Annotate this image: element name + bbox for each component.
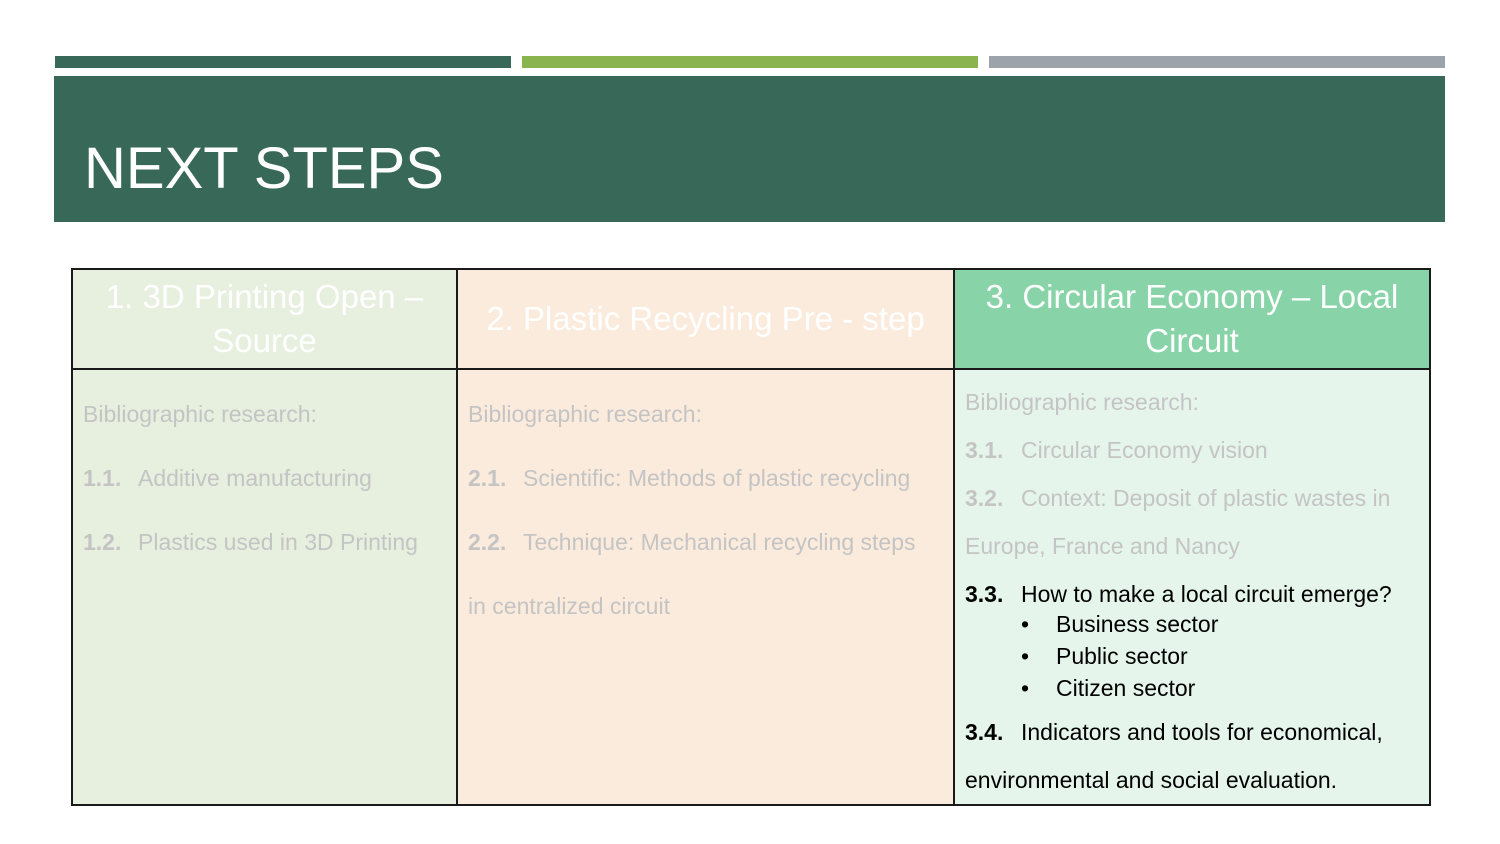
steps-table: 1. 3D Printing Open – Source 2. Plastic …: [71, 268, 1431, 806]
item-number: 1.1.: [83, 465, 122, 491]
item-text: Additive manufacturing: [138, 465, 372, 491]
list-item: 3.4. Indicators and tools for economical,: [965, 708, 1419, 756]
item-text: Context: Deposit of plastic wastes in: [1021, 485, 1391, 511]
accent-bar-gray: [989, 56, 1445, 68]
list-item: 1.2. Plastics used in 3D Printing: [83, 510, 446, 574]
slide-title: NEXT STEPS: [84, 136, 444, 201]
list-item: 3.1. Circular Economy vision: [965, 426, 1419, 474]
column-header-2: 2. Plastic Recycling Pre - step: [456, 268, 955, 370]
accent-bar-dark-green: [55, 56, 511, 68]
list-item: 1.1. Additive manufacturing: [83, 446, 446, 510]
item-text: Technique: Mechanical recycling steps: [523, 529, 916, 555]
table-body-row: Bibliographic research: 1.1. Additive man…: [71, 368, 1431, 806]
item-continuation: in centralized circuit: [468, 593, 670, 619]
bullet-glyph: •: [1021, 675, 1030, 701]
bullet-glyph: •: [1021, 611, 1030, 637]
col1-intro: Bibliographic research:: [83, 401, 317, 427]
item-number: 3.2.: [965, 485, 1004, 511]
accent-bar-light-green: [522, 56, 978, 68]
column-body-1: Bibliographic research: 1.1. Additive man…: [71, 368, 458, 806]
item-text: Plastics used in 3D Printing: [138, 529, 418, 555]
item-number: 1.2.: [83, 529, 122, 555]
column-header-3-label: Circular Economy – Local Circuit: [1022, 278, 1399, 359]
list-item: 3.3. How to make a local circuit emerge?: [965, 570, 1419, 618]
item-number: 2.2.: [468, 529, 507, 555]
bullet-glyph: •: [1021, 643, 1030, 669]
column-header-2-number: 2.: [486, 300, 514, 337]
col2-intro: Bibliographic research:: [468, 401, 702, 427]
column-header-1-number: 1.: [105, 278, 134, 315]
item-number: 3.3.: [965, 581, 1004, 607]
list-item: 2.2. Technique: Mechanical recycling step…: [468, 510, 943, 574]
item-number: 3.1.: [965, 437, 1004, 463]
bullet-item: • Citizen sector: [965, 672, 1419, 704]
col3-intro: Bibliographic research:: [965, 389, 1199, 415]
column-body-3: Bibliographic research: 3.1. Circular Eco…: [953, 368, 1431, 806]
item-text: Scientific: Methods of plastic recycling: [523, 465, 911, 491]
item-number: 2.1.: [468, 465, 507, 491]
sector-bullet-list: • Business sector • Public sector • Citizen…: [965, 608, 1419, 704]
item-continuation: Europe, France and Nancy: [965, 533, 1240, 559]
column-header-1-label: 3D Printing Open – Source: [142, 278, 424, 359]
title-banner: [54, 76, 1445, 222]
list-item: 2.1. Scientific: Methods of plastic recyc…: [468, 446, 943, 510]
item-text: How to make a local circuit emerge?: [1021, 581, 1392, 607]
column-header-1: 1. 3D Printing Open – Source: [71, 268, 458, 370]
column-body-2: Bibliographic research: 2.1. Scientific: …: [456, 368, 955, 806]
column-header-2-label: Plastic Recycling Pre - step: [523, 300, 925, 337]
item-text: Indicators and tools for economical,: [1021, 719, 1383, 745]
bullet-item: • Business sector: [965, 608, 1419, 640]
table-header-row: 1. 3D Printing Open – Source 2. Plastic …: [71, 268, 1431, 370]
bullet-text: Public sector: [1056, 643, 1188, 669]
item-text: Circular Economy vision: [1021, 437, 1268, 463]
list-item: 3.2. Context: Deposit of plastic wastes i…: [965, 474, 1419, 522]
column-header-3-number: 3.: [985, 278, 1014, 315]
bullet-item: • Public sector: [965, 640, 1419, 672]
item-continuation: environmental and social evaluation.: [965, 767, 1338, 793]
bullet-text: Citizen sector: [1056, 675, 1196, 701]
bullet-text: Business sector: [1056, 611, 1219, 637]
column-header-3: 3. Circular Economy – Local Circuit: [953, 268, 1431, 370]
item-number: 3.4.: [965, 719, 1004, 745]
